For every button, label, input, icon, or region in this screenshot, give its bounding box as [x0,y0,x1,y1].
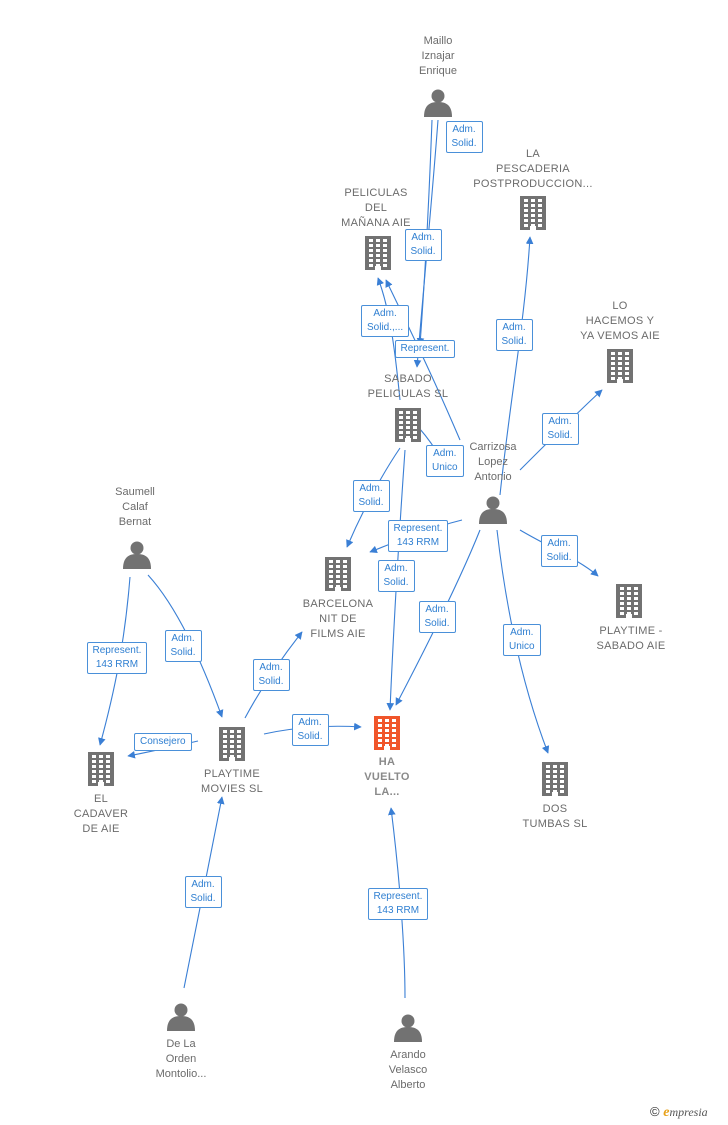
building-icon [542,762,568,796]
node-label-lo-hacemos[interactable]: LO HACEMOS Y YA VEMOS AIE [580,300,660,342]
node-label-playtime-sabado[interactable]: PLAYTIME - SABADO AIE [596,625,666,652]
node-label-peliculas-manana[interactable]: PELICULAS DEL MAÑANA AIE [341,187,411,229]
node-label-saumell[interactable]: Saumell Calaf Bernat [115,486,155,528]
node-label-carrizosa[interactable]: Carrizosa Lopez Antonio [469,441,517,483]
building-icon [219,727,245,761]
edge-label-e5[interactable]: Adm. Solid. [495,319,533,351]
edge-label-e2[interactable]: Adm. Solid. [404,229,442,261]
edge-label-e11[interactable]: Adm. Solid. [418,601,456,633]
footer-brand: © empresia [650,1104,708,1121]
building-icon [395,408,421,442]
edge-label-e4[interactable]: Represent. [394,340,456,358]
node-label-de-la-orden[interactable]: De La Orden Montolio... [155,1038,207,1080]
node-label-dos-tumbas[interactable]: DOS TUMBAS SL [522,803,588,830]
building-icon [607,349,633,383]
edge-label-e12[interactable]: Adm. Solid. [540,535,578,567]
building-icon [520,196,546,230]
brand-logo: empresia [663,1105,708,1120]
building-icon [365,236,391,270]
node-label-arando[interactable]: Arando Velasco Alberto [388,1049,428,1091]
node-label-sabado[interactable]: SABADO PELICULAS SL [367,373,449,400]
edge-label-e10[interactable]: Adm. Solid. [377,560,415,592]
node-label-el-cadaver[interactable]: EL CADAVER DE AIE [73,793,129,835]
building-icon [325,557,351,591]
person-icon [479,496,507,524]
edge-e5 [499,236,534,496]
edge-label-e8[interactable]: Adm. Solid. [352,480,390,512]
building-icon [374,716,400,750]
node-label-pescaderia[interactable]: LA PESCADERIA POSTPRODUCCION... [473,148,593,190]
copyright-symbol: © [650,1104,660,1119]
building-icon [616,584,642,618]
edge-label-e3[interactable]: Adm. Solid.,... [361,305,410,337]
edge-label-e18[interactable]: Adm. Solid. [291,714,329,746]
person-icon [167,1003,195,1031]
edge-label-e13[interactable]: Adm. Unico [503,624,541,656]
edge-label-e16[interactable]: Adm. Solid. [252,659,290,691]
edge-label-e1[interactable]: Adm. Solid. [445,121,483,153]
edge-label-e17[interactable]: Consejero [134,733,192,751]
node-label-playtime-movies[interactable]: PLAYTIME MOVIES SL [201,768,263,795]
edge-label-e7[interactable]: Adm. Unico [426,445,464,477]
node-label-ha-vuelto[interactable]: HA VUELTO LA... [364,756,410,798]
edge-label-e14[interactable]: Represent. 143 RRM [86,642,148,674]
edge-label-e6[interactable]: Adm. Solid. [541,413,579,445]
person-icon [424,89,452,117]
node-label-maillo[interactable]: Maillo Iznajar Enrique [419,35,457,77]
edge-label-e15[interactable]: Adm. Solid. [164,630,202,662]
edge-label-e20[interactable]: Represent. 143 RRM [367,888,429,920]
person-icon [123,541,151,569]
edge-label-e19[interactable]: Adm. Solid. [184,876,222,908]
person-icon [394,1014,422,1042]
edge-label-e9[interactable]: Represent. 143 RRM [387,520,449,552]
building-icon [88,752,114,786]
node-label-barcelona[interactable]: BARCELONA NIT DE FILMS AIE [302,598,374,640]
